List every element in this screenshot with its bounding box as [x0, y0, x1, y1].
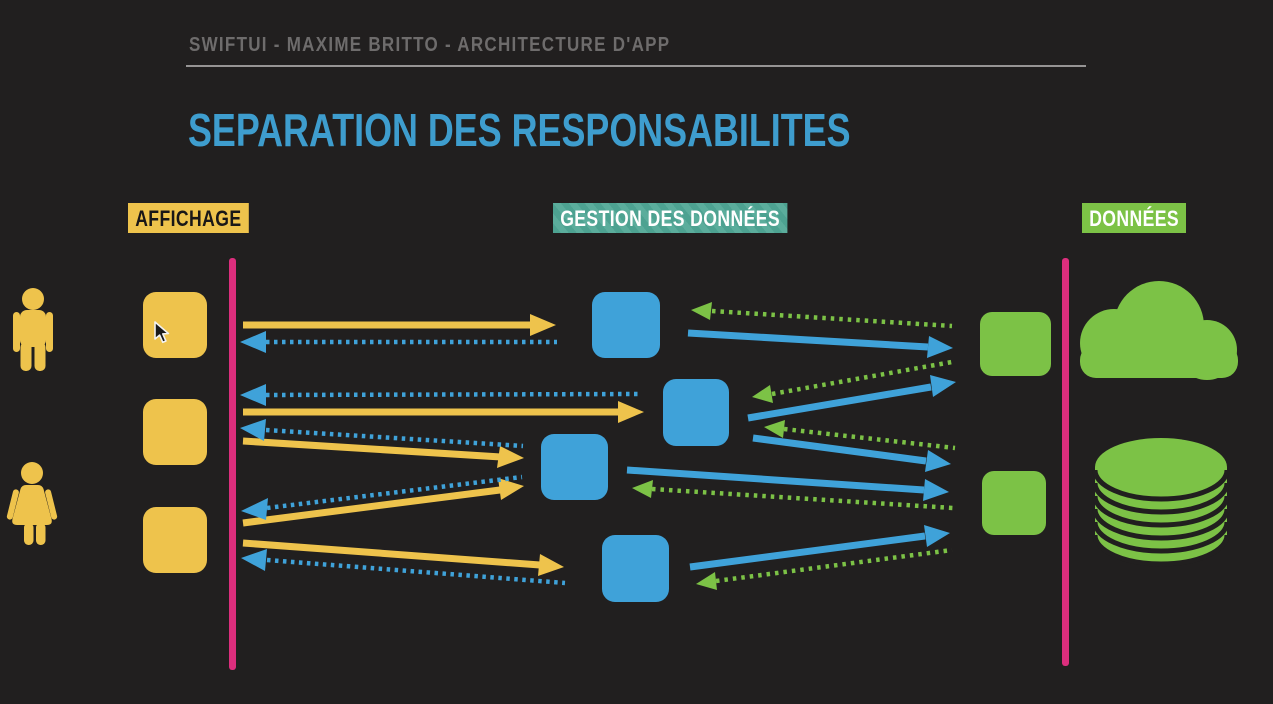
- blue-arrow-3: [752, 434, 951, 472]
- blue-arrow-1: [687, 329, 953, 358]
- separator-left: [229, 258, 236, 670]
- green-dotted-arrow-4: [632, 480, 954, 511]
- blue-dotted-arrow-2: [240, 384, 642, 406]
- cloud-icon: [1080, 281, 1238, 380]
- header-divider: [186, 65, 1086, 67]
- separator-right: [1062, 258, 1069, 666]
- manager-box-2: [663, 379, 729, 446]
- blue-dotted-arrow-4: [241, 474, 523, 520]
- blue-dotted-arrow-3: [240, 419, 524, 449]
- woman-icon: [6, 462, 58, 545]
- manager-box-3: [541, 434, 608, 500]
- green-dotted-arrow-5: [696, 547, 953, 590]
- yellow-arrow-1: [243, 314, 556, 336]
- column-label-gestion-des-donnees: GESTION DES DONNÉES: [553, 203, 788, 233]
- blue-dotted-arrow-5: [241, 549, 566, 586]
- blue-dotted-arrow-1: [240, 331, 557, 353]
- green-dotted-arrow-2: [752, 359, 953, 403]
- database-icon: [1092, 438, 1230, 567]
- manager-box-1: [592, 292, 660, 358]
- view-box-2: [143, 399, 207, 465]
- blue-arrow-2: [747, 375, 956, 422]
- data-box-2: [982, 471, 1046, 535]
- view-boxes: [143, 292, 207, 573]
- yellow-arrow-5: [242, 539, 564, 576]
- manager-box-4: [602, 535, 669, 602]
- yellow-arrow-3: [242, 437, 524, 468]
- view-box-3: [143, 507, 207, 573]
- column-label-affichage: AFFICHAGE: [128, 203, 249, 233]
- blue-arrow-4: [626, 466, 949, 501]
- man-icon: [13, 288, 53, 371]
- data-boxes: [980, 312, 1051, 535]
- arrow-cursor-icon: [154, 321, 170, 344]
- yellow-arrow-4: [242, 478, 524, 527]
- green-dotted-arrow-3: [764, 420, 956, 451]
- view-box-1: [143, 292, 207, 358]
- manager-boxes: [541, 292, 729, 602]
- data-box-1: [980, 312, 1051, 376]
- yellow-arrow-2: [243, 401, 644, 423]
- header-title: SWIFTUI - MAXIME BRITTO - ARCHITECTURE D…: [189, 34, 671, 56]
- blue-arrow-5: [689, 525, 950, 571]
- green-dotted-arrow-1: [691, 302, 953, 329]
- column-label-donnees: DONNÉES: [1082, 203, 1187, 233]
- page-title: SEPARATION DES RESPONSABILITES: [188, 104, 851, 156]
